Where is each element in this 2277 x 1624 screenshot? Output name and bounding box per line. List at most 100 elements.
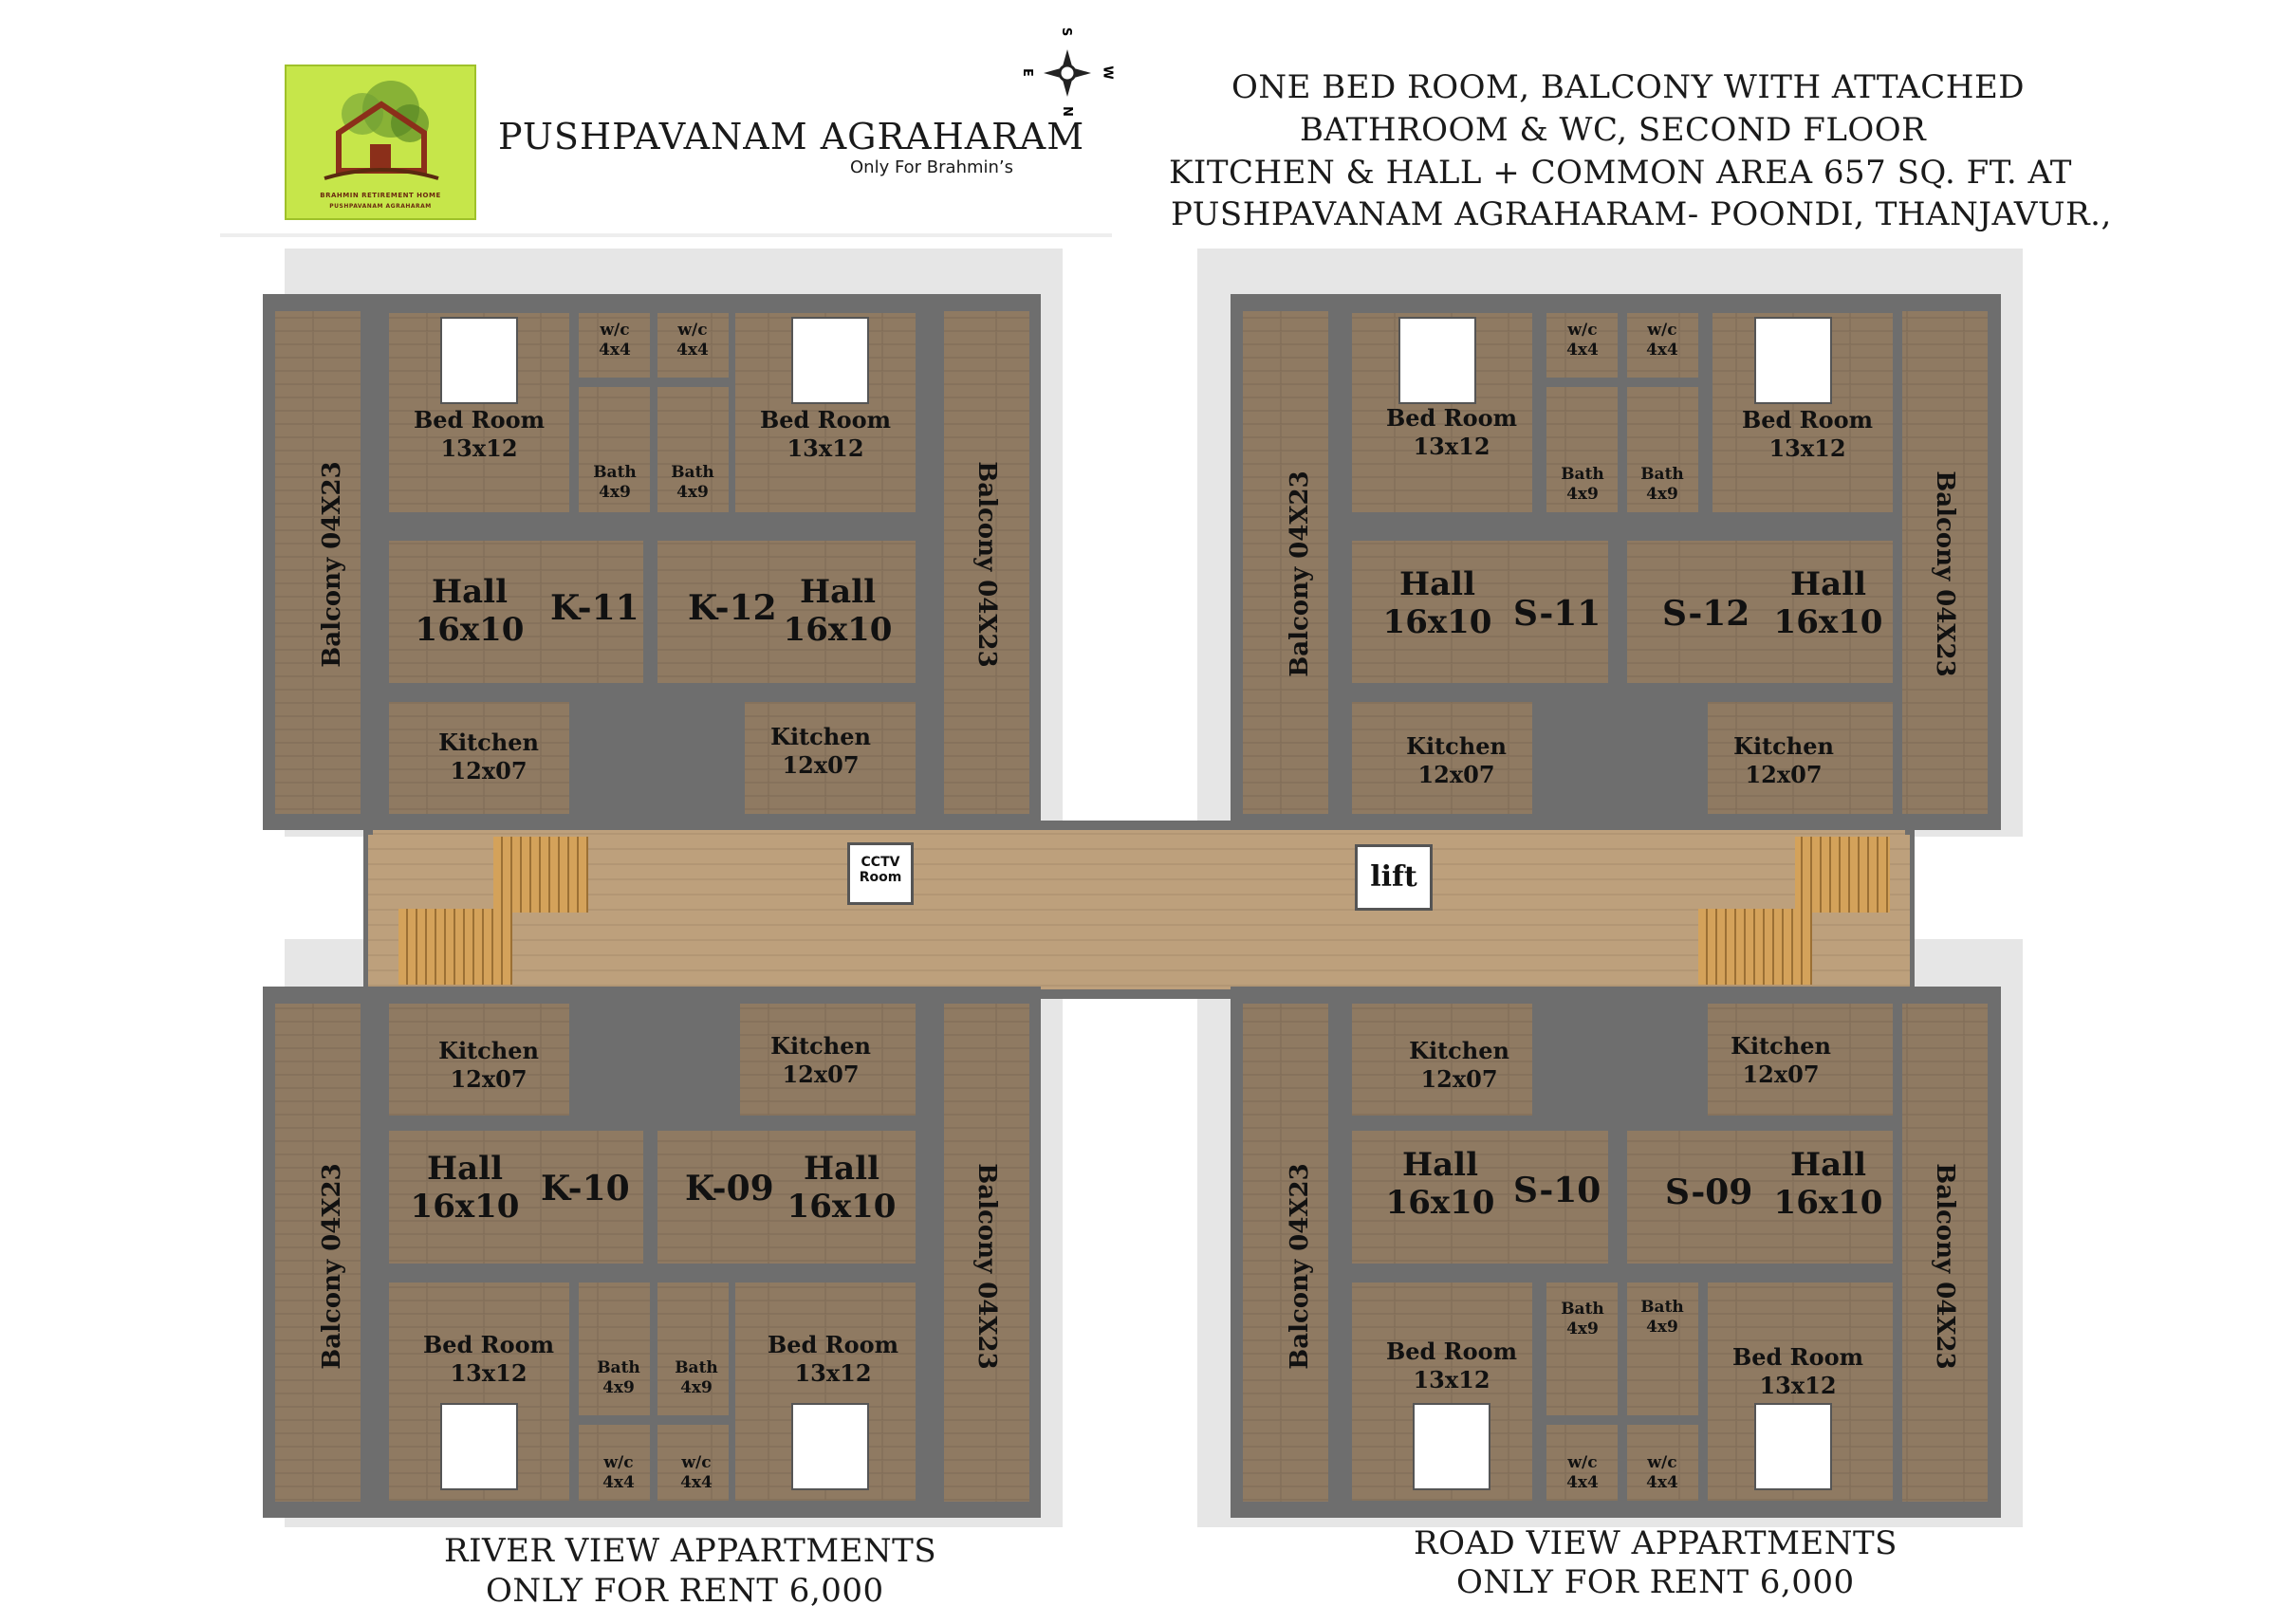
bath-name: Bath bbox=[1640, 1298, 1684, 1317]
s12-bath-label: Bath 4x9 bbox=[1634, 465, 1691, 505]
hall-name: Hall bbox=[804, 1150, 879, 1188]
k09-hall-label: Hall 16x10 bbox=[780, 1150, 903, 1226]
logo-line2: PUSHPAVANAM AGRAHARAM bbox=[329, 203, 432, 210]
s10-hall-label: Hall 16x10 bbox=[1379, 1146, 1502, 1222]
header-divider bbox=[220, 233, 1112, 237]
wc-size: 4x4 bbox=[1566, 1473, 1599, 1492]
kitchen-size: 12x07 bbox=[782, 1061, 860, 1088]
k10-balcony-label: Balcony 04X23 bbox=[318, 1163, 346, 1370]
s09-bedroom-label: Bed Room 13x12 bbox=[1727, 1343, 1869, 1400]
k12-wc-label: w/c 4x4 bbox=[664, 321, 721, 360]
bedroom-size: 13x12 bbox=[1413, 1366, 1490, 1393]
k09-balcony-label: Balcony 04X23 bbox=[972, 1163, 1001, 1370]
wc-size: 4x4 bbox=[1566, 341, 1599, 360]
stairs-bottom-left bbox=[398, 909, 512, 985]
kitchen-name: Kitchen bbox=[438, 729, 539, 756]
wc-size: 4x4 bbox=[1646, 1473, 1678, 1492]
s09-balcony-label: Balcony 04X23 bbox=[1931, 1163, 1959, 1370]
bedroom-size: 13x12 bbox=[1759, 1372, 1837, 1399]
k12-balcony-label: Balcony 04X23 bbox=[972, 461, 1001, 668]
cctv-room: CCTV Room bbox=[847, 842, 914, 905]
kitchen-size: 12x07 bbox=[1745, 761, 1823, 788]
wc-name: w/c bbox=[600, 321, 630, 340]
s10-bedroom-label: Bed Room 13x12 bbox=[1380, 1338, 1523, 1394]
logo-line1: BRAHMIN RETIREMENT HOME bbox=[320, 192, 441, 199]
unit-k10: K-10 bbox=[541, 1169, 630, 1209]
bath-name: Bath bbox=[593, 463, 637, 482]
bath-name: Bath bbox=[1561, 1300, 1604, 1319]
s09-hall-label: Hall 16x10 bbox=[1767, 1146, 1890, 1222]
unit-k11: K-11 bbox=[550, 588, 639, 628]
s11-balcony-label: Balcony 04X23 bbox=[1286, 471, 1314, 677]
k10-wc-label: w/c 4x4 bbox=[590, 1453, 647, 1493]
kitchen-name: Kitchen bbox=[1733, 732, 1834, 760]
hall-size: 16x10 bbox=[1382, 603, 1492, 641]
bath-size: 4x9 bbox=[1566, 485, 1599, 504]
k11-bath-label: Bath 4x9 bbox=[586, 463, 643, 503]
bath-size: 4x9 bbox=[1566, 1320, 1599, 1338]
kitchen-size: 12x07 bbox=[1742, 1061, 1820, 1088]
wc-size: 4x4 bbox=[599, 341, 631, 360]
compass: S N E W bbox=[1015, 21, 1120, 125]
bedroom-name: Bed Room bbox=[759, 406, 892, 434]
s12-kitchen-label: Kitchen 12x07 bbox=[1722, 732, 1845, 789]
s09-kitchen-label: Kitchen 12x07 bbox=[1719, 1032, 1842, 1089]
s11-hall-label: Hall 16x10 bbox=[1376, 565, 1499, 641]
bath-size: 4x9 bbox=[599, 483, 631, 502]
footer-right-line2: ONLY FOR RENT 6,000 bbox=[1456, 1563, 1855, 1601]
bedroom-size: 13x12 bbox=[794, 1359, 872, 1387]
hall-size: 16x10 bbox=[787, 1188, 897, 1226]
wc-name: w/c bbox=[1647, 321, 1677, 340]
cctv-line1: CCTV bbox=[861, 855, 900, 870]
k12-bath-label: Bath 4x9 bbox=[664, 463, 721, 503]
wc-name: w/c bbox=[1567, 321, 1598, 340]
k11-wc-label: w/c 4x4 bbox=[586, 321, 643, 360]
unit-s10: S-10 bbox=[1513, 1171, 1601, 1210]
kitchen-name: Kitchen bbox=[770, 1032, 871, 1060]
k11-hall-label: Hall 16x10 bbox=[408, 573, 531, 649]
hall-name: Hall bbox=[1402, 1146, 1478, 1184]
k10-hall-label: Hall 16x10 bbox=[403, 1150, 527, 1226]
brand-title: PUSHPAVANAM AGRAHARAM bbox=[498, 116, 1085, 157]
bedroom-size: 13x12 bbox=[787, 434, 864, 462]
bedroom-name: Bed Room bbox=[767, 1331, 899, 1358]
kitchen-size: 12x07 bbox=[1420, 1065, 1498, 1093]
s12-hall-label: Hall 16x10 bbox=[1767, 565, 1890, 641]
brand-subtitle: Only For Brahmin’s bbox=[850, 157, 1014, 177]
kitchen-size: 12x07 bbox=[782, 751, 860, 779]
s10-balcony-label: Balcony 04X23 bbox=[1286, 1163, 1314, 1370]
bedroom-size: 13x12 bbox=[440, 434, 518, 462]
heading-line-2: BATHROOM & WC, SECOND FLOOR bbox=[1300, 111, 1927, 149]
wc-name: w/c bbox=[681, 1453, 712, 1472]
k10-bath-label: Bath 4x9 bbox=[590, 1358, 647, 1398]
kitchen-name: Kitchen bbox=[770, 723, 871, 750]
k09-wc-label: w/c 4x4 bbox=[668, 1453, 725, 1493]
bath-size: 4x9 bbox=[1646, 485, 1678, 504]
k09-kitchen-label: Kitchen 12x07 bbox=[759, 1032, 882, 1089]
bedroom-name: Bed Room bbox=[422, 1331, 555, 1358]
stairs-top-left bbox=[493, 837, 588, 913]
wc-size: 4x4 bbox=[680, 1473, 713, 1492]
footer-left-line2: ONLY FOR RENT 6,000 bbox=[486, 1572, 884, 1610]
hall-size: 16x10 bbox=[1773, 603, 1883, 641]
hall-name: Hall bbox=[800, 573, 876, 611]
unit-k09: K-09 bbox=[685, 1169, 774, 1209]
unit-s09: S-09 bbox=[1665, 1172, 1753, 1212]
k12-hall-label: Hall 16x10 bbox=[776, 573, 899, 649]
lift: lift bbox=[1355, 844, 1433, 911]
s11-bath-label: Bath 4x9 bbox=[1554, 465, 1611, 505]
bedroom-size: 13x12 bbox=[1413, 433, 1490, 460]
k11-balcony-label: Balcony 04X23 bbox=[318, 461, 346, 668]
kitchen-name: Kitchen bbox=[1406, 732, 1507, 760]
k10-bedroom-label: Bed Room 13x12 bbox=[417, 1331, 560, 1388]
bath-name: Bath bbox=[671, 463, 714, 482]
hall-name: Hall bbox=[1790, 565, 1866, 603]
s10-bath-label: Bath 4x9 bbox=[1554, 1300, 1611, 1339]
hall-name: Hall bbox=[427, 1150, 503, 1188]
bath-size: 4x9 bbox=[676, 483, 709, 502]
s12-balcony-label: Balcony 04X23 bbox=[1931, 471, 1959, 677]
k11-bedroom-label: Bed Room 13x12 bbox=[413, 406, 546, 463]
heading-line-1: ONE BED ROOM, BALCONY WITH ATTACHED bbox=[1231, 68, 2026, 106]
hall-name: Hall bbox=[1790, 1146, 1866, 1184]
